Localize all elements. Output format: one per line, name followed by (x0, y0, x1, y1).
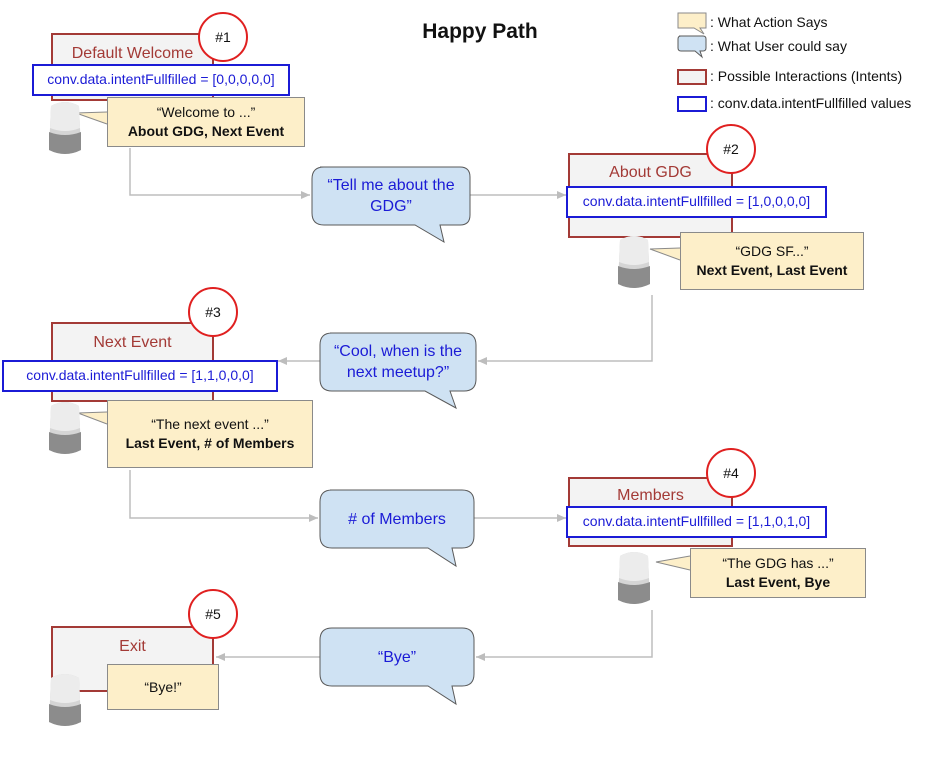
action-says-options: About GDG, Next Event (127, 123, 285, 139)
legend-value-label: conv.data.intentFullfilled values (717, 95, 912, 111)
action-says-box: “GDG SF...” Next Event, Last Event (680, 232, 864, 290)
step-number-circle: #4 (706, 448, 756, 498)
user-utterance: “Bye” (377, 648, 417, 666)
action-says-options: Next Event, Last Event (696, 262, 848, 278)
legend-action: : What Action Says (710, 14, 828, 30)
google-home-speaker-icon (618, 552, 650, 604)
intent-name: Exit (119, 638, 146, 655)
intent-name: Next Event (93, 334, 172, 351)
intent-value-box: conv.data.intentFullfilled = [0,0,0,0,0] (32, 64, 290, 96)
legend-prefix: : (710, 38, 718, 54)
user-bubble-1 (311, 166, 471, 244)
legend-prefix: : (710, 95, 718, 111)
legend-prefix: : (710, 68, 718, 84)
action-says-text: “The next event ...” (151, 416, 269, 432)
step-number-circle: #3 (188, 287, 238, 337)
step-number-circle: #1 (198, 12, 248, 62)
legend-action-label: What Action Says (717, 14, 828, 30)
user-utterance: “Cool, when is the next meetup?” (333, 343, 463, 381)
legend-intent: : Possible Interactions (Intents) (710, 68, 902, 84)
connector-welcome-to-utterance-1 (129, 148, 310, 199)
user-bubble-3 (319, 489, 475, 568)
intent-value-box: conv.data.intentFullfilled = [1,1,0,1,0] (566, 506, 827, 538)
user-bubble-2 (319, 332, 477, 410)
legend-action-icon (677, 12, 707, 35)
action-says-box: “Welcome to ...” About GDG, Next Event (107, 97, 305, 147)
legend-prefix: : (710, 14, 718, 30)
user-utterance: “Tell me about the GDG” (327, 177, 455, 215)
legend-intent-swatch (677, 69, 707, 85)
user-bubble-4 (319, 627, 475, 706)
google-home-speaker-icon (49, 674, 81, 726)
action-says-options: Last Event, Bye (725, 574, 831, 590)
action-says-text: “The GDG has ...” (722, 555, 834, 571)
legend-user-label: What User could say (717, 38, 847, 54)
legend-user-icon (677, 35, 707, 59)
connector-next-event-to-utterance-3 (129, 470, 318, 522)
action-says-box: “The GDG has ...” Last Event, Bye (690, 548, 866, 598)
google-home-speaker-icon (49, 102, 81, 154)
diagram-title: Happy Path (422, 20, 538, 43)
intent-value-box: conv.data.intentFullfilled = [1,1,0,0,0] (2, 360, 278, 392)
action-tail-2 (649, 247, 681, 261)
action-tail-4 (655, 555, 691, 571)
google-home-speaker-icon (618, 236, 650, 288)
step-number-circle: #5 (188, 589, 238, 639)
intent-name: Default Welcome (71, 45, 194, 62)
action-says-text: “GDG SF...” (735, 243, 809, 259)
google-home-speaker-icon (49, 402, 81, 454)
action-says-text: “Welcome to ...” (156, 104, 256, 120)
user-utterance: # of Members (348, 510, 446, 528)
connector-about-gdg-to-utterance-2 (478, 295, 653, 365)
action-says-text: “Bye!” (144, 678, 182, 695)
intent-name: Members (617, 487, 684, 504)
step-number-circle: #2 (706, 124, 756, 174)
action-says-box: “Bye!” (107, 664, 219, 710)
intent-name: About GDG (609, 164, 692, 181)
connector-members-to-utterance-4 (476, 610, 653, 661)
legend-user: : What User could say (710, 38, 847, 54)
legend-value-swatch (677, 96, 707, 112)
action-says-box: “The next event ...” Last Event, # of Me… (107, 400, 313, 468)
intent-value-box: conv.data.intentFullfilled = [1,0,0,0,0] (566, 186, 827, 218)
legend-value: : conv.data.intentFullfilled values (710, 95, 911, 111)
legend-intent-label: Possible Interactions (Intents) (717, 68, 903, 84)
action-says-options: Last Event, # of Members (125, 435, 295, 451)
